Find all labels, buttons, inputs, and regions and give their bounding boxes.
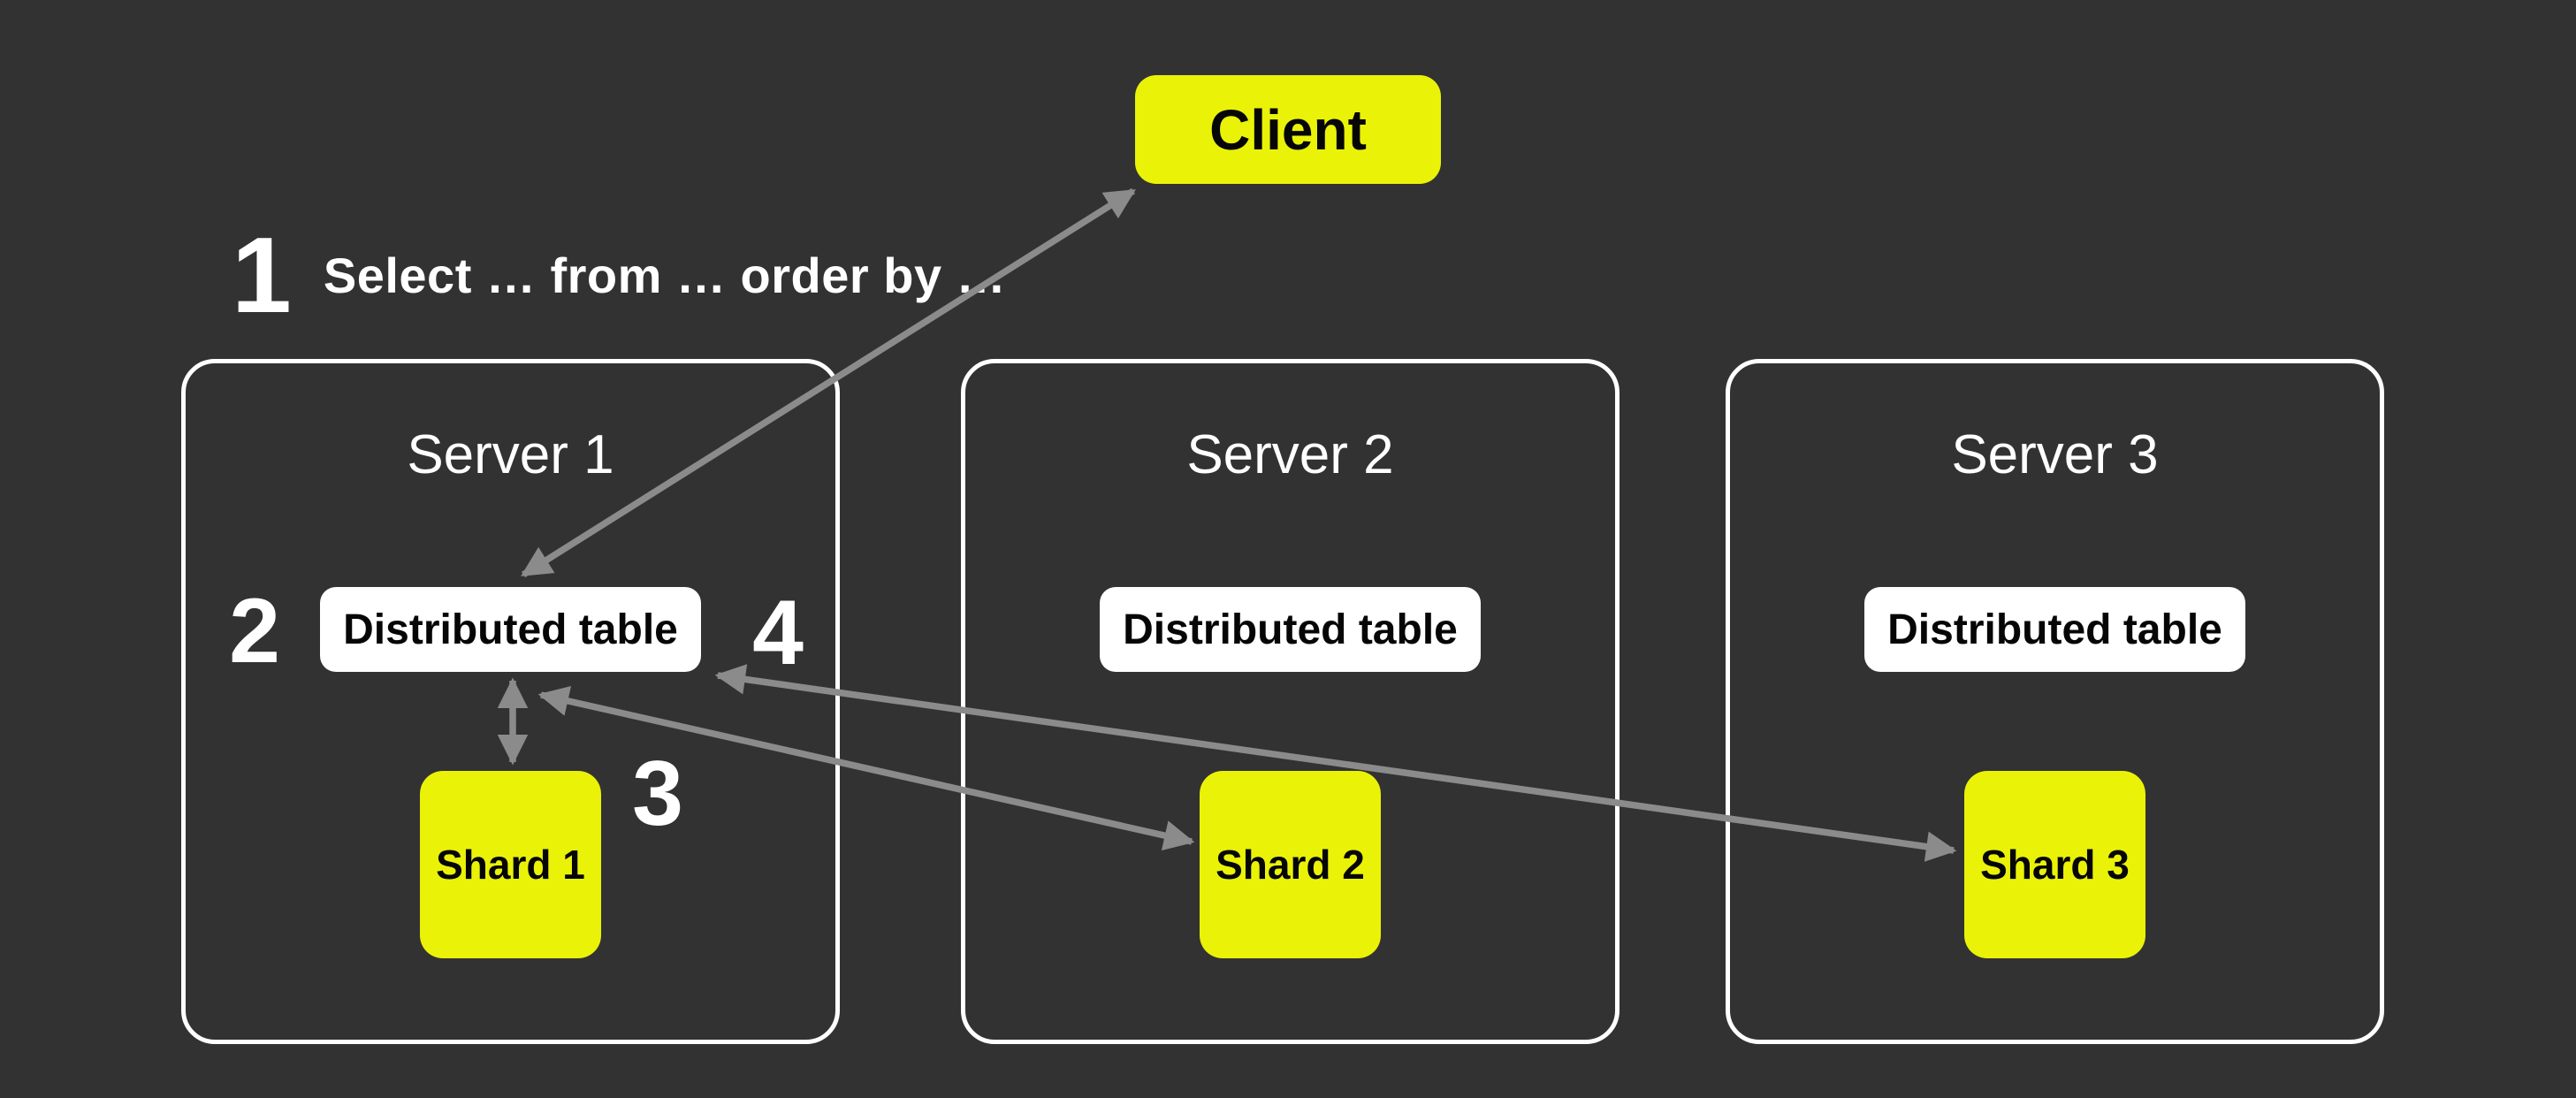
arrow-client-server1-table bbox=[521, 187, 1136, 578]
server-3-shard-label: Shard 3 bbox=[1980, 842, 2130, 888]
client-label: Client bbox=[1209, 97, 1367, 162]
arrow-server1-table-shard3 bbox=[714, 664, 1957, 862]
server-1-distributed-table-label: Distributed table bbox=[343, 606, 678, 653]
server-3-distributed-table-label: Distributed table bbox=[1887, 606, 2222, 653]
client-node: Client bbox=[1135, 75, 1441, 184]
arrow-server1-table-shard2 bbox=[537, 686, 1195, 850]
step-1-number: 1 bbox=[232, 215, 292, 335]
server-1-distributed-table: Distributed table bbox=[320, 587, 701, 672]
server-2-distributed-table-label: Distributed table bbox=[1123, 606, 1458, 653]
step-4-number: 4 bbox=[752, 582, 804, 684]
server-2-distributed-table: Distributed table bbox=[1100, 587, 1481, 672]
step-2-number: 2 bbox=[229, 580, 280, 682]
server-3-distributed-table: Distributed table bbox=[1864, 587, 2245, 672]
server-3-title: Server 3 bbox=[1951, 424, 2159, 485]
server-2-title: Server 2 bbox=[1186, 424, 1394, 485]
server-3-shard: Shard 3 bbox=[1964, 771, 2145, 958]
